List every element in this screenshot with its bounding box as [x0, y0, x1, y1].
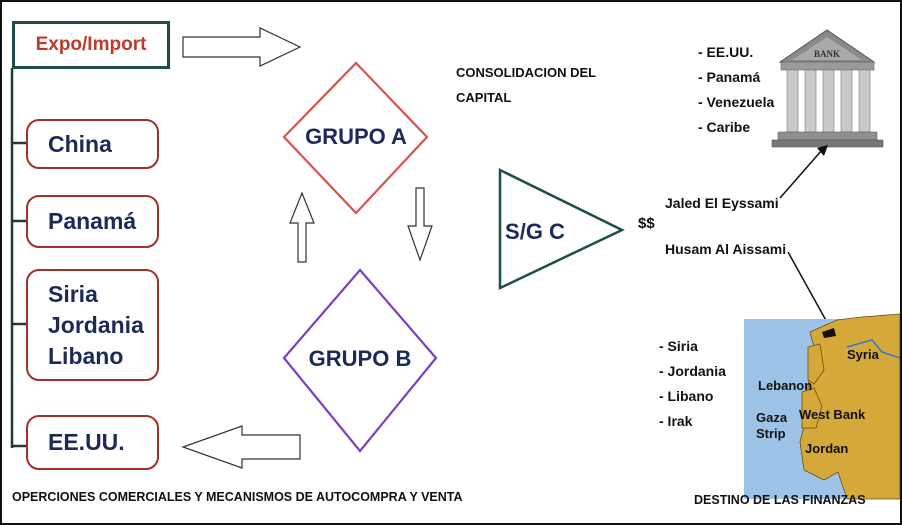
expo-import-box: Expo/Import: [12, 21, 170, 69]
bank-sign: BANK: [814, 49, 840, 59]
origin-box-usa: EE.UU.: [26, 415, 159, 470]
map-label-lebanon: Lebanon: [758, 378, 812, 393]
sgc-triangle: [498, 167, 625, 290]
group-b-diamond: [282, 268, 438, 453]
arrow-up: [289, 191, 315, 263]
consolidation-caption: CONSOLIDACION DEL CAPITAL: [456, 60, 596, 110]
middle-east-map: Syria Lebanon Gaza Strip West Bank Jorda…: [744, 313, 900, 500]
origin-label: Jordania: [48, 311, 144, 338]
group-a-diamond: [282, 61, 429, 215]
map-label-gaza: Gaza: [756, 410, 788, 425]
origin-label: Libano: [48, 342, 124, 369]
origin-connector-lines: [10, 68, 26, 448]
person-husam: Husam Al Aissami: [665, 241, 787, 257]
group-a-label: GRUPO A: [305, 124, 407, 149]
consolidation-line: CONSOLIDACION DEL: [456, 65, 597, 80]
list-item: - Caribe: [698, 119, 751, 135]
consolidation-line: CAPITAL: [456, 90, 512, 105]
operations-caption: OPERCIONES COMERCIALES Y MECANISMOS DE A…: [12, 490, 463, 504]
map-label-west-bank: West Bank: [799, 407, 866, 422]
destination-caption: DESTINO DE LAS FINANZAS: [694, 493, 866, 507]
money-symbol: $$: [638, 215, 655, 232]
arrow-right: [182, 27, 302, 67]
map-label-syria: Syria: [847, 347, 880, 362]
arrow-down: [407, 187, 433, 262]
list-item: - Panamá: [698, 69, 761, 85]
origin-label: EE.UU.: [48, 429, 125, 455]
sgc-label: S/G C: [505, 219, 565, 244]
list-item: - Jordania: [659, 363, 726, 379]
list-item: - Libano: [659, 388, 714, 404]
pointer-lines: [779, 145, 833, 332]
arrow-left: [181, 425, 301, 469]
person-jaled: Jaled El Eyssami: [665, 195, 779, 211]
origin-box-middle-east: Siria Jordania Libano: [26, 269, 159, 381]
map-label-strip: Strip: [756, 426, 786, 441]
origin-box-panama: Panamá: [26, 195, 159, 248]
origin-label: Panamá: [48, 208, 137, 234]
map-country-list: - Siria - Jordania - Libano - Irak: [659, 334, 726, 434]
origin-label: Siria: [48, 280, 98, 307]
map-label-jordan: Jordan: [805, 441, 848, 456]
group-b-label: GRUPO B: [309, 346, 412, 371]
list-item: - Venezuela: [698, 94, 775, 110]
bank-country-list: - EE.UU. - Panamá - Venezuela - Caribe: [698, 40, 774, 140]
bank-icon: BANK: [771, 29, 884, 148]
list-item: - EE.UU.: [698, 44, 754, 60]
origin-box-china: China: [26, 119, 159, 169]
list-item: - Irak: [659, 413, 693, 429]
origin-label: China: [48, 130, 112, 157]
list-item: - Siria: [659, 338, 698, 354]
